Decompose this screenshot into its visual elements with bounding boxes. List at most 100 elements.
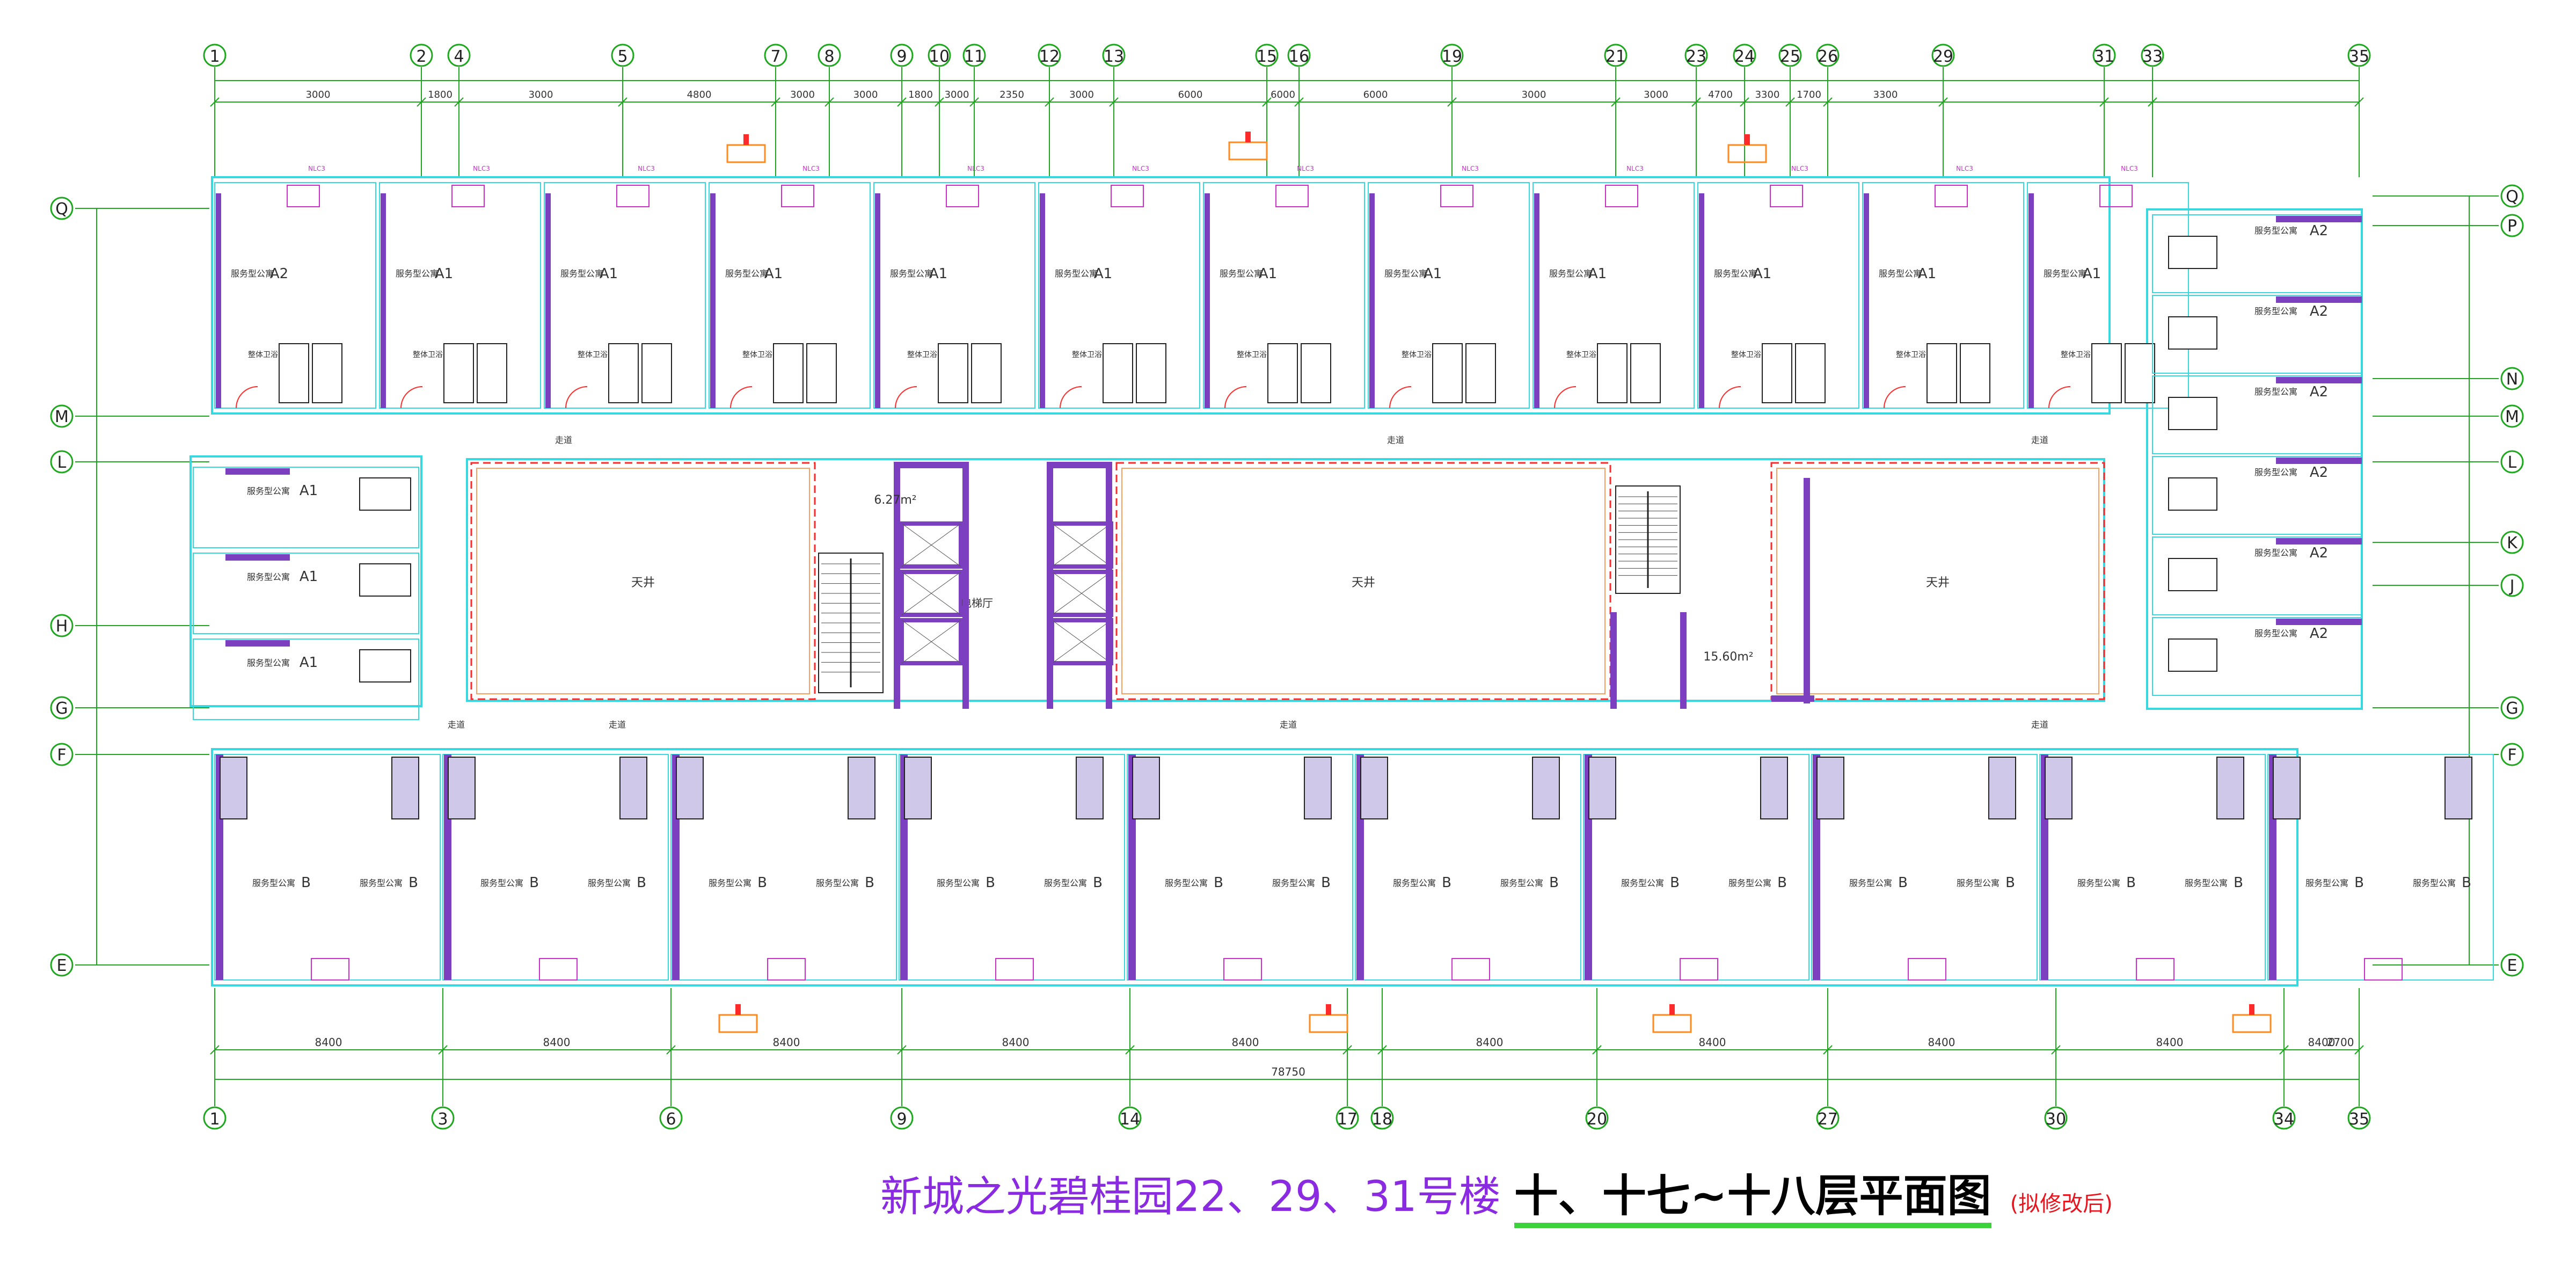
east-unit-type: A2 xyxy=(2310,626,2328,642)
grid-bubble-top xyxy=(2141,43,2164,67)
dim-text-top: 3000 xyxy=(306,89,331,100)
north-unit-name: 服务型公寓 xyxy=(231,268,274,279)
area-label-east-core: 15.60m² xyxy=(1703,650,1753,664)
east-unit xyxy=(2152,456,2362,535)
grid-label-top: 8 xyxy=(824,47,834,66)
south-unit-bath xyxy=(2216,757,2244,819)
core-zone-outline xyxy=(466,458,2105,702)
grid-bubble-top xyxy=(962,43,986,67)
south-unit-name: 服务型公寓 xyxy=(480,878,523,888)
north-wing-outline xyxy=(211,176,2111,415)
north-unit-ac xyxy=(781,185,814,207)
south-unit-type: B xyxy=(529,875,539,891)
east-unit-wall xyxy=(2276,296,2362,303)
north-unit-wall xyxy=(1699,193,1704,408)
elevator-cross xyxy=(1052,620,1112,664)
grid-bubble-left xyxy=(50,614,74,637)
west-unit-wall xyxy=(225,640,290,647)
grid-bubble-top xyxy=(1102,43,1126,67)
east-unit-bath xyxy=(2168,316,2217,350)
dim-text-top: 3000 xyxy=(945,89,969,100)
north-unit-ac xyxy=(1275,185,1309,207)
grid-label-bottom: 18 xyxy=(1372,1110,1392,1129)
grid-bubble-bottom xyxy=(890,1106,914,1130)
north-unit-bath xyxy=(2125,343,2155,403)
grid-bubble-bottom xyxy=(2044,1106,2068,1130)
north-unit-type: A1 xyxy=(435,266,453,282)
grid-label-right: L xyxy=(2508,453,2517,472)
north-unit-type: A1 xyxy=(1918,266,1936,282)
fire-hydrant-tag xyxy=(718,1014,758,1033)
courtyard-void-label: 天井 xyxy=(631,576,655,590)
dim-tick-bottom xyxy=(2051,1045,2061,1055)
dim-text-bottom: 8400 xyxy=(1928,1036,1955,1049)
west-unit xyxy=(193,553,419,634)
dim-text-bottom: 8400 xyxy=(2156,1036,2184,1049)
west-unit xyxy=(193,467,419,548)
grid-label-bottom: 20 xyxy=(1587,1110,1607,1129)
west-unit-type: A1 xyxy=(300,655,318,671)
core-wall xyxy=(1680,612,1687,709)
grid-bubble-left xyxy=(50,404,74,428)
core-wall xyxy=(1610,612,1617,709)
north-unit-type: A2 xyxy=(270,266,288,282)
grid-label-top: 7 xyxy=(770,47,780,66)
east-unit-type: A2 xyxy=(2310,223,2328,239)
grid-label-top: 23 xyxy=(1686,47,1706,66)
grid-bubble-right xyxy=(2500,214,2524,237)
south-unit-name: 服务型公寓 xyxy=(588,878,631,888)
south-unit-ac xyxy=(995,958,1034,981)
north-unit-bath xyxy=(279,343,309,403)
east-unit xyxy=(2152,214,2362,293)
grid-label-right: G xyxy=(2506,699,2518,718)
east-unit-name: 服务型公寓 xyxy=(2254,548,2297,558)
grid-label-bottom: 35 xyxy=(2349,1110,2369,1129)
window-tag: NLC3 xyxy=(967,165,984,172)
north-unit-ac xyxy=(1440,185,1473,207)
grid-label-top: 4 xyxy=(454,47,464,66)
north-unit-door xyxy=(1719,386,1741,409)
window-tag: NLC3 xyxy=(1791,165,1808,172)
fire-hydrant-tag xyxy=(2232,1014,2272,1033)
dim-tick-bottom xyxy=(1125,1045,1135,1055)
dim-tick-bottom xyxy=(1823,1045,1833,1055)
south-unit-type: B xyxy=(1214,875,1223,891)
grid-label-left: E xyxy=(57,956,67,975)
south-unit-name: 服务型公寓 xyxy=(2077,878,2120,888)
grid-bubble-right xyxy=(2500,574,2524,597)
grid-label-bottom: 34 xyxy=(2274,1110,2294,1129)
dim-text-top: 1800 xyxy=(428,89,453,100)
north-unit-ac xyxy=(1605,185,1638,207)
south-unit-type: B xyxy=(301,875,311,891)
courtyard-void xyxy=(1770,462,2105,700)
window-tag: NLC3 xyxy=(2121,165,2138,172)
grid-bubble-right xyxy=(2500,743,2524,766)
north-unit-name: 服务型公寓 xyxy=(2044,268,2086,279)
grid-bubble-left xyxy=(50,953,74,977)
north-unit-bath xyxy=(1432,343,1463,403)
east-unit-wall xyxy=(2276,538,2362,545)
north-unit-name: 服务型公寓 xyxy=(1549,268,1592,279)
east-unit-name: 服务型公寓 xyxy=(2254,306,2297,316)
north-unit-door xyxy=(1884,386,1906,409)
east-unit-wall xyxy=(2276,619,2362,625)
grid-bubble-bottom xyxy=(1118,1106,1142,1130)
dim-tick-bottom xyxy=(666,1045,676,1055)
south-unit-ac xyxy=(2136,958,2174,981)
south-unit-name: 服务型公寓 xyxy=(252,878,295,888)
grid-label-top: 19 xyxy=(1442,47,1462,66)
grid-bubble-top xyxy=(2347,43,2371,67)
dim-tick-top xyxy=(1938,97,1948,107)
north-unit-door xyxy=(895,386,917,409)
building-outline-layer xyxy=(189,176,2363,986)
north-unit-name: 服务型公寓 xyxy=(1879,268,1922,279)
fire-hydrant-tag xyxy=(1309,1014,1348,1033)
grid-label-left: H xyxy=(56,617,68,636)
north-unit-wall xyxy=(1534,193,1539,408)
north-unit-bath-label: 整体卫浴 xyxy=(1402,351,1432,359)
rooms-layer: 服务型公寓A2整体卫浴服务型公寓A1整体卫浴服务型公寓A1整体卫浴服务型公寓A1… xyxy=(193,182,2494,981)
south-unit-name: 服务型公寓 xyxy=(937,878,980,888)
grid-label-top: 25 xyxy=(1780,47,1800,66)
grid-label-bottom: 14 xyxy=(1120,1110,1140,1129)
